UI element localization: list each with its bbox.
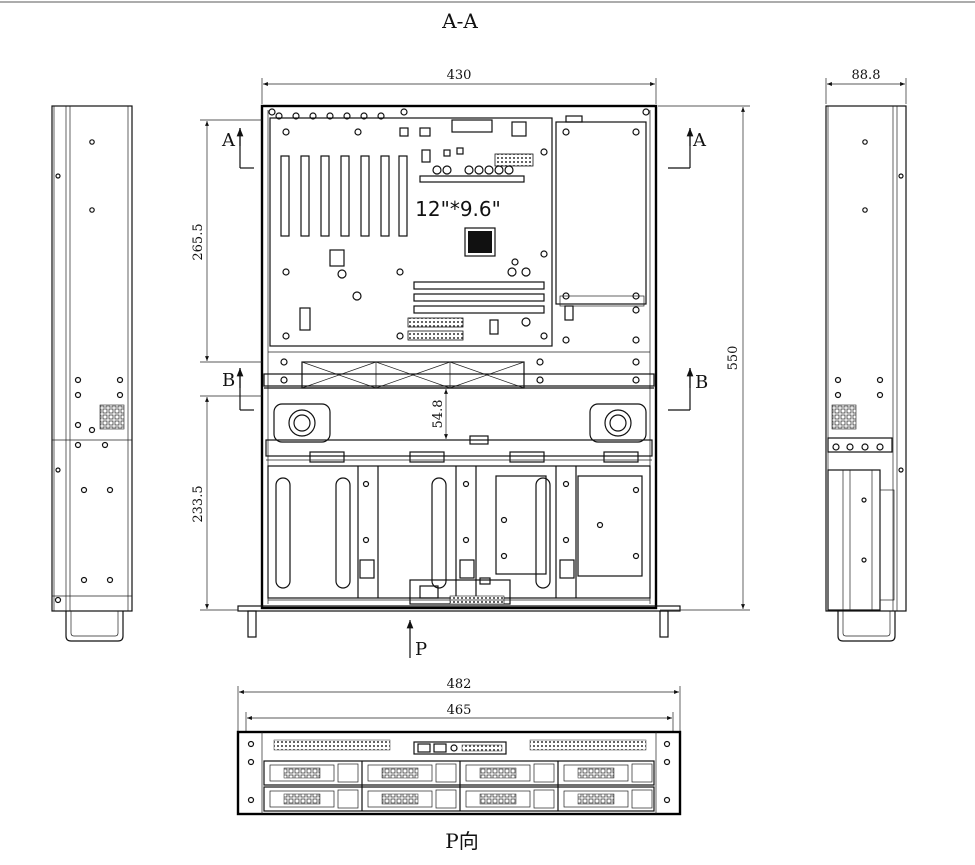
board-size-label: 12"*9.6" [415,197,501,221]
dim-upper-depth: 265.5 [191,223,206,260]
main-top-view: 12"*9.6" [237,104,681,638]
section-a-left-label: A [221,130,236,151]
section-b-right-label: B [695,372,708,393]
left-side-view [51,105,133,642]
drive-cage [267,465,651,599]
front-view [236,730,682,816]
left-damper [273,403,331,443]
dim-front-inner-width: 465 [447,703,472,718]
right-damper [589,403,647,443]
dim-width-top: 430 [447,68,472,83]
power-supply [555,121,647,305]
dim-front-outer-width: 482 [447,677,472,692]
motherboard [269,117,553,347]
backplane [265,439,653,457]
right-side-view [825,105,907,642]
dim-gap-height: 54.8 [431,400,446,429]
view-p-arrow-label: P [415,639,427,660]
section-title: A-A [441,9,478,33]
view-p-title: P向 [445,829,478,853]
dimension-lines [200,78,907,732]
section-b-left-label: B [222,370,235,391]
dim-height-side: 88.8 [852,68,881,83]
dim-depth-total: 550 [726,346,741,371]
section-markers [236,128,694,658]
section-a-right-label: A [692,130,707,151]
dim-lower-depth: 233.5 [191,485,206,522]
